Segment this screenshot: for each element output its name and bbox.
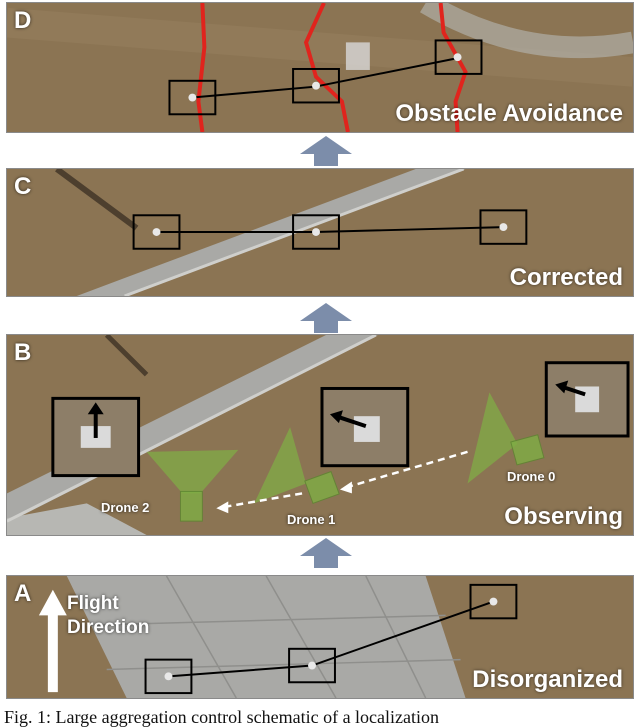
panel-caption: Disorganized (472, 666, 623, 693)
obstacle-line (196, 3, 207, 132)
figure-caption: Fig. 1: Large aggregation control schema… (4, 707, 440, 727)
panel-caption: Corrected (509, 264, 623, 291)
panel-letter: A (14, 580, 32, 607)
panel-caption: Obstacle Avoidance (395, 100, 623, 127)
fov-cone (254, 427, 307, 504)
drone-box (469, 583, 518, 620)
panel-b-image (7, 335, 633, 535)
fov-cone (467, 392, 518, 484)
panel-d-image (7, 3, 633, 132)
drone-marker (179, 490, 203, 522)
fov-cone (146, 449, 239, 494)
drone-marker (510, 434, 545, 466)
panel-letter: B (14, 339, 32, 366)
drone-box (144, 658, 193, 695)
flight-label-line1: Flight (67, 593, 119, 614)
observe-arrow (222, 492, 303, 509)
obstacle-line (438, 3, 468, 132)
panel-a: A Flight Direction Disorganized (6, 575, 634, 699)
drone-box (288, 647, 336, 684)
up-arrow-icon (300, 136, 352, 166)
drone-box (292, 67, 340, 104)
drone-box (132, 214, 181, 250)
panel-c-image (7, 169, 633, 296)
drone-label: Drone 0 (507, 469, 556, 484)
zoom-inset (544, 361, 630, 438)
flight-label-line2: Direction (67, 617, 150, 638)
panel-caption: Observing (504, 503, 623, 530)
observe-arrow (345, 450, 468, 489)
drone-box (479, 209, 528, 245)
up-arrow-icon (300, 303, 352, 333)
up-arrow-icon (300, 538, 352, 568)
drone-label: Drone 1 (287, 512, 336, 527)
panel-b: B Drone 2 Drone 1 Drone 0 Observing (6, 334, 634, 536)
obstacle-line (303, 3, 350, 132)
panel-letter: C (14, 173, 32, 200)
drone-box (292, 214, 340, 250)
drone-label: Drone 2 (101, 500, 150, 515)
drone-box (434, 39, 483, 75)
flight-direction-label: Flight Direction (67, 592, 149, 640)
panel-letter: D (14, 7, 32, 34)
panel-d: D Obstacle Avoidance (6, 2, 634, 133)
drone-marker (304, 470, 340, 505)
drone-box (168, 79, 217, 116)
panel-c: C Corrected (6, 168, 634, 297)
panel-a-image (7, 576, 633, 698)
